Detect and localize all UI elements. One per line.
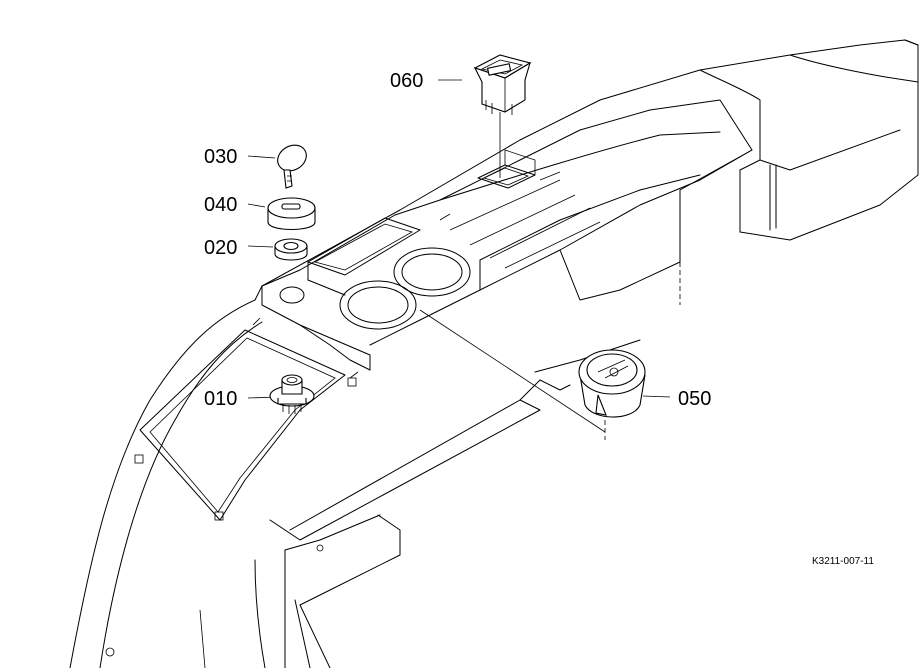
reference-code: K3211-007-11 bbox=[812, 556, 874, 567]
callout-labels: 060 030 040 020 010 050 bbox=[204, 70, 711, 410]
callout-060: 060 bbox=[390, 70, 423, 92]
rocker-switch-icon bbox=[473, 54, 532, 115]
cap-icon bbox=[267, 197, 316, 230]
callout-020: 020 bbox=[204, 237, 237, 259]
fender-cover-outline bbox=[69, 39, 919, 668]
nut-icon bbox=[274, 238, 308, 261]
callout-050: 050 bbox=[678, 388, 711, 410]
callout-030: 030 bbox=[204, 146, 237, 168]
key-switch-icon bbox=[269, 374, 315, 414]
leader-lines bbox=[247, 79, 671, 433]
hour-meter-icon bbox=[578, 349, 646, 418]
callout-040: 040 bbox=[204, 194, 237, 216]
callout-010: 010 bbox=[204, 388, 237, 410]
key-icon bbox=[277, 144, 307, 189]
